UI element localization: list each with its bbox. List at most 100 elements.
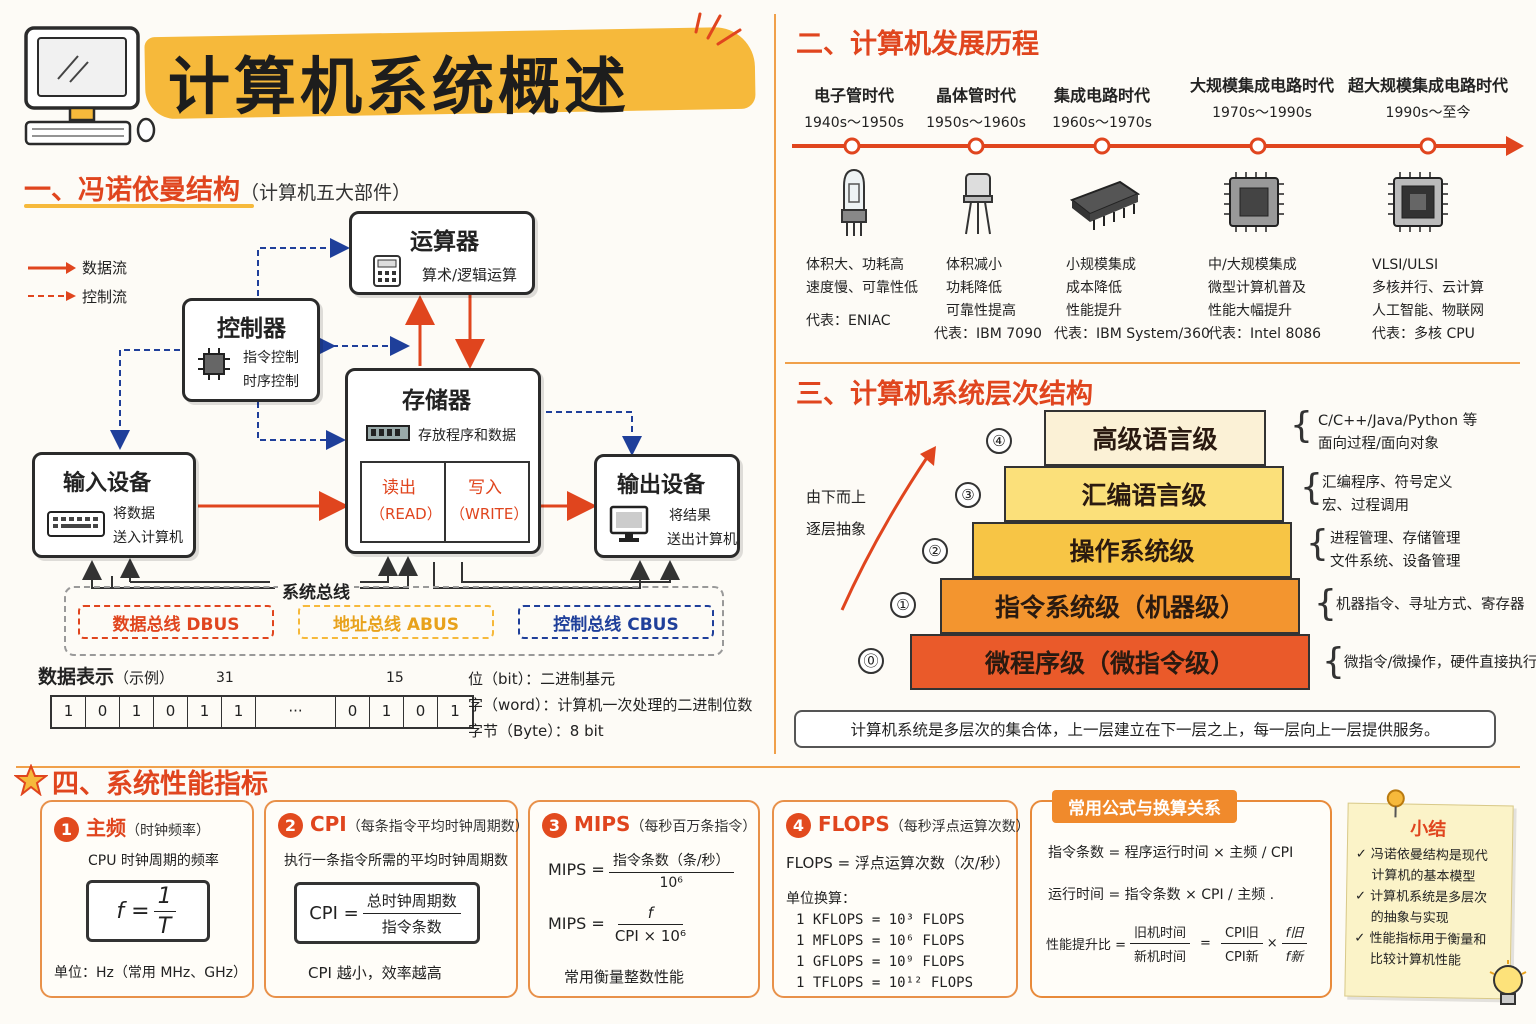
summary-note: 小结 ✓ 冯诺依曼结构是现代 计算机的基本模型 ✓ 计算机系统是多层次 的抽象与… bbox=[1344, 789, 1514, 1000]
byte-definition: 字节（Byte）：8 bit bbox=[468, 722, 604, 740]
mips-note: 常用衡量整数性能 bbox=[564, 968, 685, 986]
era-years: 1960s～1970s bbox=[1052, 115, 1152, 131]
bit-cell: 1 bbox=[120, 697, 154, 727]
lsi-chip-icon bbox=[1224, 172, 1284, 232]
era-name: 晶体管时代 bbox=[935, 86, 1016, 105]
level-number: ⓪ bbox=[858, 648, 884, 674]
memory-read-en: （READ） bbox=[370, 505, 442, 523]
alu-box: 运算器 算术/逻辑运算 bbox=[349, 211, 535, 295]
bit-cell: 0 bbox=[154, 697, 188, 727]
bit-cell: 1 bbox=[370, 697, 404, 727]
era-name: 大规模集成电路时代 bbox=[1189, 76, 1334, 95]
section2-heading: 二、计算机发展历程 bbox=[796, 29, 1039, 60]
control-line2: 时序控制 bbox=[243, 374, 299, 390]
era-ic: 集成电路时代 1960s～1970s bbox=[1042, 82, 1162, 132]
metric-card-cpi: 2 CPI（每条指令平均时钟周期数） 执行一条指令所需的平均时钟周期数 CPI … bbox=[264, 800, 529, 998]
vlsi-chip-icon bbox=[1388, 172, 1448, 232]
timeline-axis bbox=[792, 136, 1524, 156]
brace: { bbox=[1322, 641, 1345, 682]
output-title: 输出设备 bbox=[617, 473, 706, 498]
lightbulb-icon bbox=[1489, 960, 1527, 1005]
brace: { bbox=[1290, 405, 1313, 446]
metric-card-mips: 3 MIPS（每秒百万条指令） MIPS =指令条数（条/秒）10⁶ MIPS … bbox=[528, 800, 760, 998]
bit-cell: 0 bbox=[86, 697, 120, 727]
metric-subtitle: （时钟频率） bbox=[125, 823, 210, 839]
level-number: ② bbox=[922, 538, 948, 564]
abstraction-label-1: 由下而上 bbox=[806, 488, 867, 506]
bus-title: 系统总线 bbox=[278, 578, 354, 603]
era-years: 1990s～至今 bbox=[1385, 105, 1471, 121]
computer-icon bbox=[24, 26, 156, 146]
input-title: 输入设备 bbox=[63, 471, 152, 496]
bit-cell: 1 bbox=[450, 702, 460, 720]
level-number: ③ bbox=[955, 482, 981, 508]
input-line2: 送入计算机 bbox=[113, 530, 183, 546]
data-repr-sub: （示例） bbox=[114, 669, 175, 687]
era-desc: 小规模集成成本降低性能提升代表：IBM System/360 bbox=[1054, 257, 1210, 342]
brace: { bbox=[1306, 523, 1329, 564]
metric-number: 4 bbox=[786, 813, 811, 838]
output-line2: 送出计算机 bbox=[667, 532, 737, 548]
era-years: 1940s～1950s bbox=[804, 115, 904, 131]
metric-number: 3 bbox=[542, 813, 567, 838]
level-3-assembly: 汇编语言级 bbox=[1004, 466, 1284, 522]
metric-subtitle: （每秒浮点运算次数） bbox=[889, 819, 1030, 835]
spark-icon bbox=[694, 12, 742, 46]
word-definition: 字（word）：计算机一次处理的二进制位数 bbox=[468, 696, 753, 714]
legend-control-flow: 控制流 bbox=[82, 288, 128, 306]
output-box: 输出设备 将结果 送出计算机 bbox=[594, 454, 740, 558]
control-title: 控制器 bbox=[217, 316, 286, 342]
bit-cell: 1 bbox=[52, 697, 86, 727]
memory-write: 写入 bbox=[468, 478, 502, 498]
bit-index-31: 31 bbox=[216, 670, 234, 686]
era-desc: 中/大规模集成微型计算机普及性能大幅提升代表：Intel 8086 bbox=[1208, 257, 1322, 342]
monitor-icon bbox=[609, 505, 649, 542]
ram-icon bbox=[366, 425, 410, 441]
vacuum-tube-icon bbox=[841, 168, 867, 236]
section1-heading: 一、冯诺依曼结构（计算机五大部件） bbox=[24, 175, 412, 206]
clock-unit: 单位：Hz（常用 MHz、GHz） bbox=[54, 965, 248, 981]
dbus-label: 数据总线 DBUS bbox=[112, 614, 240, 635]
brace: { bbox=[1300, 467, 1323, 508]
abus-label: 地址总线 ABUS bbox=[332, 614, 460, 635]
dbus-box: 数据总线 DBUS bbox=[78, 605, 274, 639]
control-line1: 指令控制 bbox=[243, 350, 299, 366]
input-line1: 将数据 bbox=[113, 506, 155, 522]
formula-runtime: 运行时间 = 指令条数 × CPI / 主频 . bbox=[1048, 887, 1275, 903]
divider-horizontal-bottom bbox=[16, 766, 1520, 768]
calculator-icon bbox=[373, 255, 401, 287]
summary-title: 小结 bbox=[1410, 818, 1447, 841]
level-2-note: 进程管理、存储管理文件系统、设备管理 bbox=[1330, 531, 1461, 570]
era-name: 集成电路时代 bbox=[1053, 86, 1150, 105]
brace: { bbox=[1314, 583, 1337, 624]
level-0-microprogram: 微程序级（微指令级） bbox=[910, 634, 1310, 690]
level-0-note: 微指令/微操作，硬件直接执行 bbox=[1344, 655, 1536, 671]
level-4-high-level-language: 高级语言级 bbox=[1044, 410, 1266, 466]
flops-units-title: 单位换算： bbox=[786, 891, 856, 907]
metric-number: 1 bbox=[54, 817, 79, 842]
level-1-isa: 指令系统级（机器级） bbox=[940, 578, 1300, 634]
cpi-desc: 执行一条指令所需的平均时钟周期数 bbox=[284, 853, 508, 869]
data-repr-title: 数据表示（示例） bbox=[38, 666, 175, 688]
cbus-box: 控制总线 CBUS bbox=[518, 605, 714, 639]
divider-vertical bbox=[774, 14, 776, 754]
bit-cell: 0 bbox=[336, 697, 370, 727]
keyboard-icon bbox=[47, 511, 105, 537]
cbus-label: 控制总线 CBUS bbox=[553, 614, 679, 635]
section3-heading: 三、计算机系统层次结构 bbox=[796, 379, 1093, 410]
section4-heading: 四、系统性能指标 bbox=[52, 769, 268, 800]
heading-underline bbox=[24, 204, 254, 208]
cpi-formula: CPI = 总时钟周期数指令条数 bbox=[294, 882, 480, 944]
bit-cell: 0 bbox=[404, 697, 438, 727]
era-desc: 体积减小功耗降低可靠性提高代表：IBM 7090 bbox=[934, 257, 1042, 342]
vn-arrows bbox=[82, 238, 680, 589]
metric-card-flops: 4 FLOPS（每秒浮点运算次数） FLOPS = 浮点运算次数（次/秒） 单位… bbox=[772, 800, 1030, 998]
level-1-note: 机器指令、寻址方式、寄存器 bbox=[1336, 597, 1525, 613]
bit-cell: 1 bbox=[188, 697, 222, 727]
